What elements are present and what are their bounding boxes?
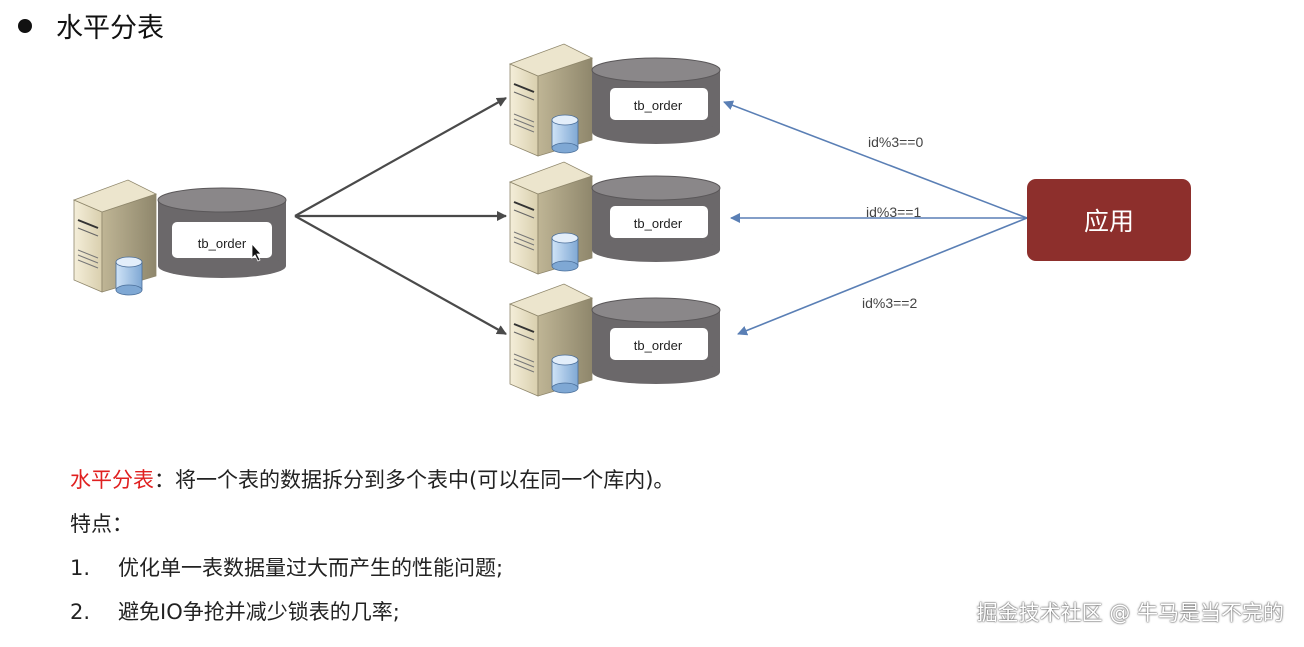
route-arrow-1 — [723, 100, 1028, 219]
feature-number-2: 2. — [70, 600, 91, 624]
route-arrow-3 — [737, 217, 1028, 336]
shard-db-icon-2 — [591, 175, 721, 262]
feature-number-1: 1. — [70, 556, 91, 580]
source-server-icon — [72, 179, 158, 296]
bullet-icon — [18, 18, 32, 33]
split-arrow-3 — [294, 215, 507, 335]
condition-label-0: id%3==0 — [868, 134, 923, 150]
feature-item-1: 1. 优化单一表数据量过大而产生的性能问题; — [70, 546, 674, 590]
split-arrow-1 — [294, 97, 507, 217]
description-block: 水平分表：将一个表的数据拆分到多个表中(可以在同一个库内)。 特点： 1. 优化单… — [70, 458, 674, 634]
application-box: 应用 — [1027, 179, 1191, 261]
source-table-label: tb_order — [198, 236, 247, 251]
condition-label-1: id%3==1 — [866, 204, 921, 220]
condition-label-2: id%3==2 — [862, 295, 917, 311]
shard-table-label-2: tb_order — [634, 216, 683, 231]
shard-server-icon-1 — [508, 43, 594, 157]
shard-server-icon-2 — [508, 161, 594, 275]
cursor-icon — [251, 242, 262, 262]
feature-item-2: 2. 避免IO争抢并减少锁表的几率; — [70, 590, 674, 634]
sharding-diagram: id%3==0 id%3==1 id%3==2 tb_order — [72, 43, 1028, 397]
definition-line: 水平分表：将一个表的数据拆分到多个表中(可以在同一个库内)。 — [70, 458, 674, 502]
shard-db-icon-3 — [591, 297, 721, 384]
application-label: 应用 — [1083, 207, 1134, 236]
shard-table-label-1: tb_order — [634, 98, 683, 113]
features-label: 特点： — [70, 512, 133, 536]
definition-text: ：将一个表的数据拆分到多个表中(可以在同一个库内)。 — [154, 468, 675, 492]
feature-text-1: 优化单一表数据量过大而产生的性能问题; — [118, 556, 504, 580]
shard-table-label-3: tb_order — [634, 338, 683, 353]
definition-term: 水平分表 — [70, 468, 154, 492]
slide-heading: 水平分表 — [18, 6, 164, 45]
slide-title: 水平分表 — [56, 13, 164, 44]
shard-server-icon-3 — [508, 283, 594, 397]
watermark-text: 掘金技术社区 @ 牛马是当不完的 — [976, 601, 1284, 625]
feature-text-2: 避免IO争抢并减少锁表的几率; — [118, 600, 400, 624]
shard-db-icon-1 — [591, 57, 721, 144]
source-db-icon — [157, 187, 287, 278]
